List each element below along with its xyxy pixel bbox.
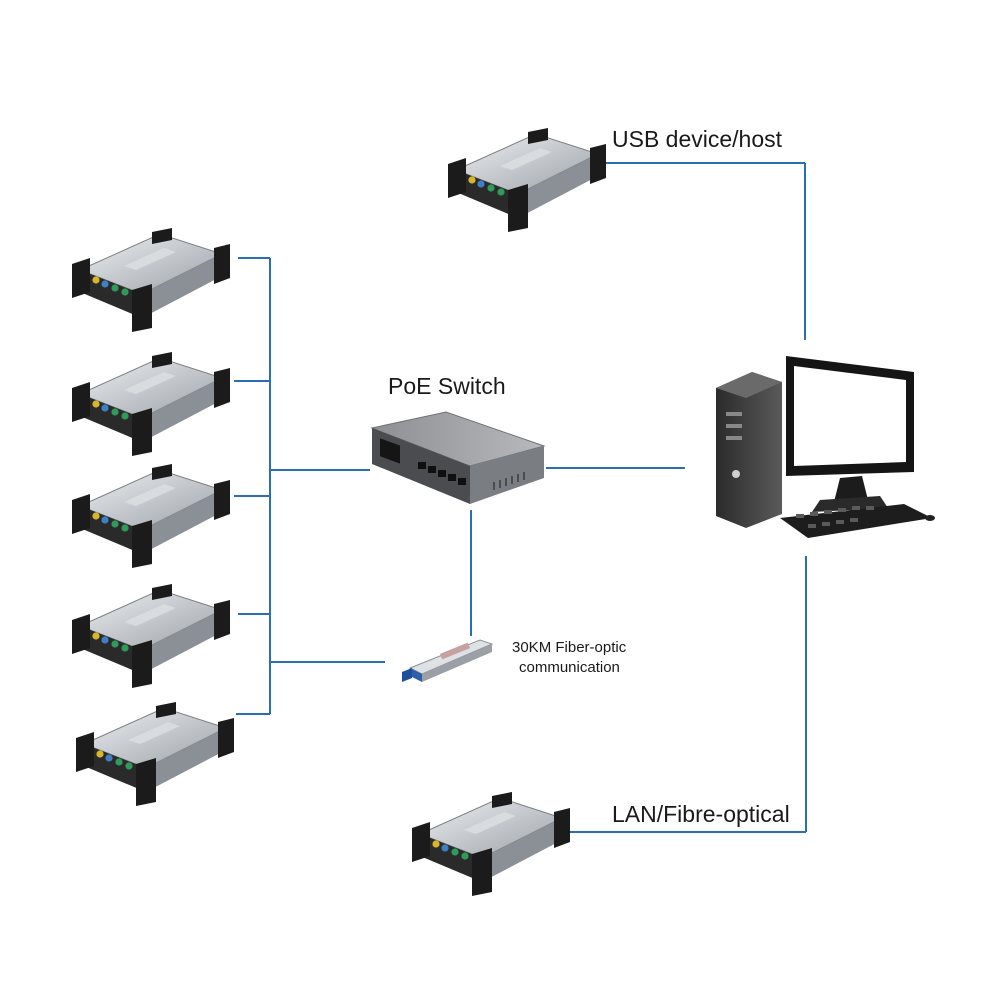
fiber-label-line1: 30KM Fiber-optic: [512, 639, 627, 656]
oscilloscope-device-icon: [75, 701, 235, 807]
usb-label: USB device/host: [612, 126, 783, 152]
oscilloscope-device-icon: [71, 463, 231, 569]
connection-lines: [234, 162, 807, 833]
lan-label: LAN/Fibre-optical: [612, 801, 790, 827]
desktop-computer-icon: [716, 356, 935, 538]
oscilloscope-device-icon: [71, 227, 231, 333]
poe-switch-icon: [370, 411, 546, 504]
fiber-label-line2: communication: [519, 659, 620, 676]
oscilloscope-device-icon: [71, 351, 231, 457]
oscilloscope-device-icon: [71, 583, 231, 689]
poe-switch-label: PoE Switch: [388, 373, 506, 399]
oscilloscope-device-icon: [411, 791, 571, 897]
oscilloscope-device-icon: [447, 127, 607, 233]
sfp-module-icon: [402, 639, 494, 682]
